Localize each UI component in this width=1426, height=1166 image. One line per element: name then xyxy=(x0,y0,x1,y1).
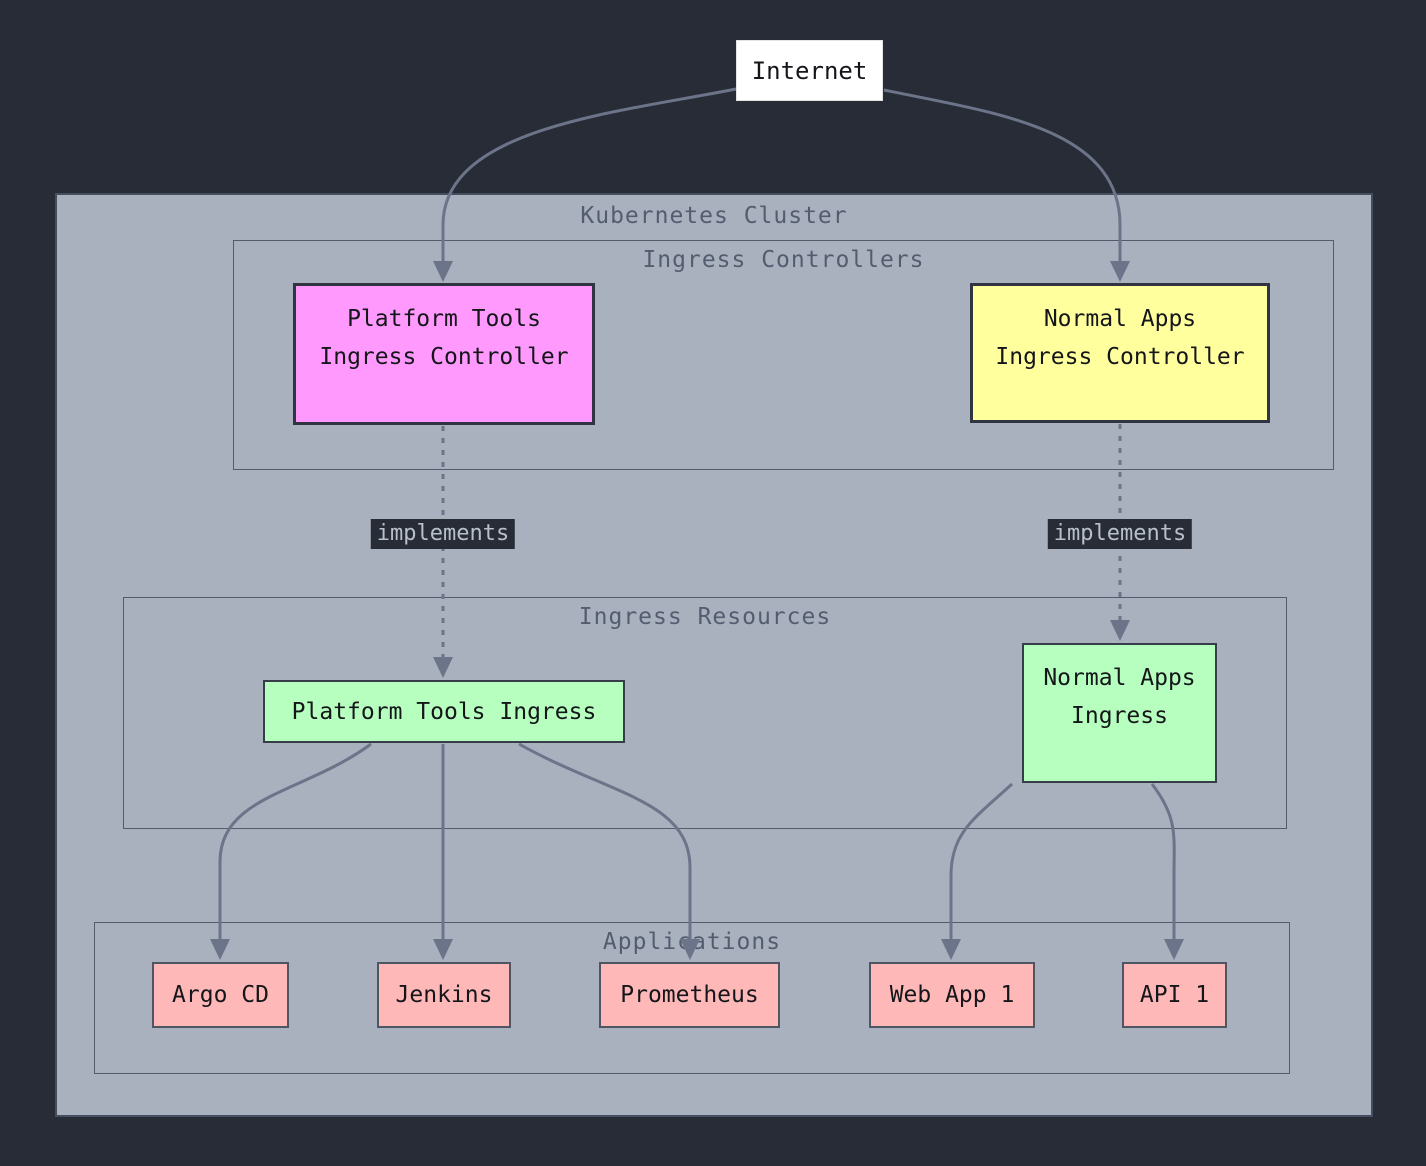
node-label-line: Prometheus xyxy=(620,982,759,1008)
edge-label-implements-left: implements xyxy=(370,519,516,549)
node-label-line: API 1 xyxy=(1139,982,1210,1008)
node-argo-cd: Argo CD xyxy=(152,962,289,1028)
node-normal-apps-ingress-controller: Normal Apps Ingress Controller xyxy=(970,283,1270,423)
node-internet: Internet xyxy=(736,40,883,101)
node-label-line: Web App 1 xyxy=(889,982,1015,1008)
node-label-line: Jenkins xyxy=(395,982,493,1008)
node-label-line: Ingress Controller xyxy=(319,344,569,370)
ingress-resources-label: Ingress Resources xyxy=(578,604,832,630)
node-jenkins: Jenkins xyxy=(377,962,511,1028)
ingress-resources-container: Ingress Resources xyxy=(123,597,1287,829)
node-normal-apps-ingress: Normal Apps Ingress xyxy=(1022,643,1217,783)
node-web-app-1: Web App 1 xyxy=(869,962,1035,1028)
node-label-line: Platform Tools xyxy=(347,306,541,332)
node-label-line: Normal Apps xyxy=(1043,665,1196,691)
node-label-line: Normal Apps xyxy=(1043,306,1197,332)
kubernetes-cluster-label: Kubernetes Cluster xyxy=(580,203,848,229)
node-prometheus: Prometheus xyxy=(599,962,780,1028)
ingress-controllers-label: Ingress Controllers xyxy=(642,247,925,273)
node-api-1: API 1 xyxy=(1122,962,1227,1028)
edge-label-implements-right: implements xyxy=(1047,519,1193,549)
node-label-line: Argo CD xyxy=(172,982,269,1008)
node-platform-tools-ingress: Platform Tools Ingress xyxy=(263,680,625,743)
node-platform-tools-ingress-controller: Platform Tools Ingress Controller xyxy=(293,283,595,425)
node-label-line: Ingress Controller xyxy=(995,344,1245,370)
node-label-line: Ingress xyxy=(1071,703,1168,729)
node-internet-label: Internet xyxy=(751,56,868,85)
node-label-line: Platform Tools Ingress xyxy=(291,698,597,725)
applications-label: Applications xyxy=(602,929,782,955)
